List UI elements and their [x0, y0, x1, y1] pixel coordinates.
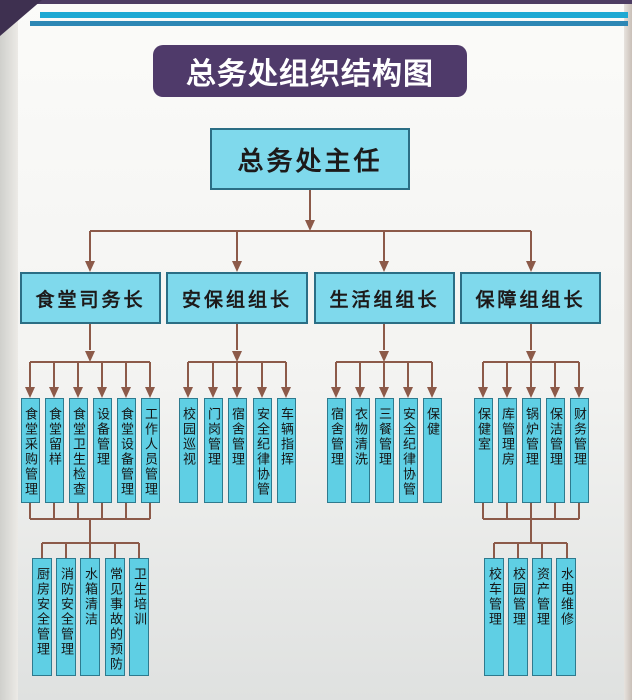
- duty-box: 三餐管理: [375, 398, 394, 503]
- duty-box: 车辆指挥: [277, 398, 296, 503]
- header-stripe-dark: [30, 21, 628, 26]
- duty-box: 财务管理: [570, 398, 589, 503]
- duty-box: 食堂卫生检查: [69, 398, 88, 503]
- duty-box: 工作人员管理: [141, 398, 160, 503]
- duty-box: 门岗管理: [204, 398, 223, 503]
- duty-box: 食堂留样: [45, 398, 64, 503]
- duty-box: 安全纪律协管: [253, 398, 272, 503]
- sub-duty-box: 消防安全管理: [56, 558, 76, 676]
- director-box: 总务处主任: [210, 128, 410, 190]
- duty-box: 校园巡视: [179, 398, 198, 503]
- sub-duty-box: 校车管理: [484, 558, 504, 676]
- duty-box: 库管理房: [498, 398, 517, 503]
- sub-duty-box: 常见事故的预防: [105, 558, 125, 676]
- duty-box: 设备管理: [93, 398, 112, 503]
- duty-box: 衣物清洗: [351, 398, 370, 503]
- sub-duty-box: 水箱清洁: [80, 558, 100, 676]
- board-right-edge: [624, 0, 632, 700]
- duty-box: 保健: [423, 398, 442, 503]
- duty-box: 安全纪律协管: [399, 398, 418, 503]
- sub-duty-box: 厨房安全管理: [32, 558, 52, 676]
- page-title: 总务处组织结构图: [153, 45, 467, 97]
- sub-duty-box: 资产管理: [532, 558, 552, 676]
- duty-box: 宿舍管理: [228, 398, 247, 503]
- sub-duty-box: 卫生培训: [129, 558, 149, 676]
- duty-box: 锅炉管理: [522, 398, 541, 503]
- group-box-living: 生活组组长: [314, 272, 455, 324]
- duty-box: 食堂采购管理: [21, 398, 40, 503]
- duty-box: 保健室: [474, 398, 493, 503]
- board-left-edge: [0, 0, 18, 700]
- top-band: [0, 0, 632, 4]
- duty-box: 保洁管理: [546, 398, 565, 503]
- duty-box: 宿舍管理: [327, 398, 346, 503]
- group-box-security: 安保组组长: [166, 272, 308, 324]
- sub-duty-box: 校园管理: [508, 558, 528, 676]
- sub-duty-box: 水电维修: [556, 558, 576, 676]
- duty-box: 食堂设备管理: [117, 398, 136, 503]
- group-box-support: 保障组组长: [460, 272, 601, 324]
- group-box-canteen: 食堂司务长: [20, 272, 161, 324]
- header-stripe-light: [40, 12, 628, 18]
